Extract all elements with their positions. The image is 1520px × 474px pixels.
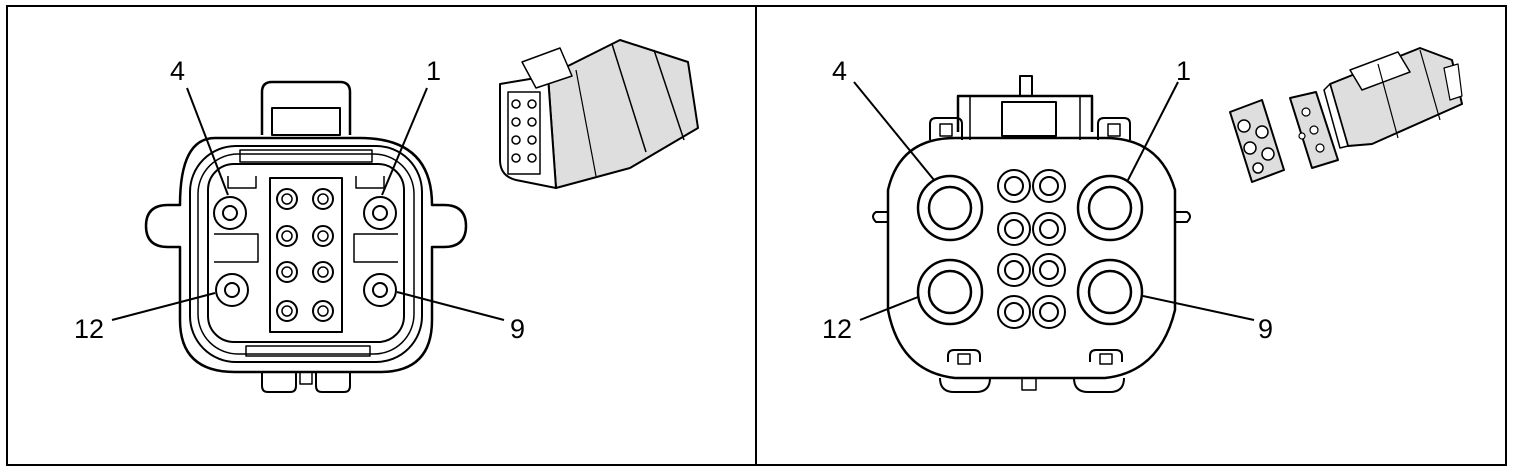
- connector-isometric-icon: [499, 39, 699, 189]
- left-panel: 4 1 12 9: [74, 39, 699, 393]
- small-terminal: [312, 261, 334, 283]
- leader-line-pin-1: [1127, 81, 1179, 181]
- leader-line-pin-9: [396, 291, 505, 321]
- small-seal: [1032, 169, 1066, 203]
- left-small-terminals: [276, 188, 334, 322]
- lock-tab: [1097, 117, 1131, 140]
- small-seal: [1032, 295, 1066, 329]
- small-terminal: [276, 300, 298, 322]
- pin-12-terminal: [215, 273, 249, 307]
- pin-label-4: 4: [170, 56, 185, 86]
- right-small-seals: [997, 169, 1066, 329]
- diagram-frame: [6, 5, 1507, 466]
- pin-1-terminal: [363, 196, 397, 230]
- pin-12-seal: [916, 258, 984, 326]
- pin-label-9: 9: [510, 314, 525, 344]
- lock-tab: [929, 117, 963, 140]
- leader-line-pin-4: [186, 87, 229, 196]
- small-seal: [997, 295, 1031, 329]
- right-leader-lines: [853, 81, 1255, 321]
- small-terminal: [312, 188, 334, 210]
- pin-label-12: 12: [74, 314, 104, 344]
- left-large-terminals: [213, 196, 397, 307]
- connector-exploded-icon: [1229, 47, 1463, 183]
- small-seal: [997, 212, 1031, 246]
- small-terminal: [312, 225, 334, 247]
- small-terminal: [276, 225, 298, 247]
- pin-label-1: 1: [1176, 56, 1191, 86]
- leader-line-pin-1: [381, 87, 428, 196]
- pin-4-terminal: [213, 196, 247, 230]
- small-seal: [1032, 212, 1066, 246]
- pin-1-seal: [1076, 174, 1144, 242]
- left-leader-lines: [111, 87, 505, 321]
- pin-9-terminal: [363, 273, 397, 307]
- lock-tab: [947, 349, 981, 365]
- right-connector-body: [872, 75, 1191, 393]
- small-seal: [997, 169, 1031, 203]
- small-seal: [1032, 253, 1066, 287]
- pin-9-seal: [1076, 258, 1144, 326]
- small-terminal: [276, 188, 298, 210]
- pin-label-12: 12: [822, 314, 852, 344]
- small-seal: [997, 253, 1031, 287]
- lock-tab: [1089, 349, 1123, 365]
- small-terminal: [312, 300, 334, 322]
- small-terminal: [276, 261, 298, 283]
- leader-line-pin-4: [853, 81, 935, 181]
- right-large-seals: [916, 174, 1144, 326]
- leader-line-pin-12: [859, 296, 919, 321]
- right-panel: 4 1 12 9: [822, 47, 1463, 393]
- left-connector-body: [144, 80, 468, 393]
- pin-4-seal: [916, 174, 984, 242]
- pin-label-4: 4: [832, 56, 847, 86]
- pin-label-1: 1: [426, 56, 441, 86]
- leader-line-pin-12: [111, 292, 216, 321]
- pin-label-9: 9: [1258, 314, 1273, 344]
- leader-line-pin-9: [1142, 295, 1255, 321]
